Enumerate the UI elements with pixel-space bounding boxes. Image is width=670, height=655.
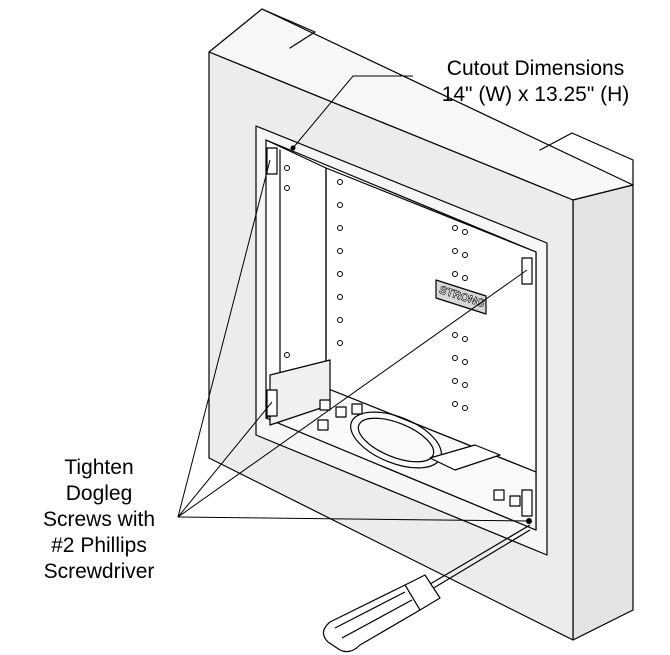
wall-right-face [572, 184, 634, 641]
cutout-leader-dot [290, 145, 296, 151]
callout-line: Screwdriver [43, 560, 155, 583]
callout-line: #2 Phillips [51, 534, 147, 557]
tighten-screws-callout: Tighten Dogleg Screws with #2 Phillips S… [14, 455, 184, 585]
strong-logo-badge [435, 279, 487, 315]
screwdriver-handle [322, 584, 421, 653]
tighten-leader [177, 269, 528, 518]
mounting-holes [284, 165, 468, 411]
dogleg-clip-bottom-left [266, 389, 278, 417]
leader-lines [177, 75, 530, 522]
callout-line: Tighten [64, 456, 134, 479]
dogleg-clip-bottom-right [521, 489, 533, 517]
screwdriver-shaft [419, 524, 531, 591]
callout-line: Cutout Dimensions [446, 57, 625, 80]
screw-point [526, 518, 532, 524]
cutout-leader [292, 75, 413, 149]
cutout-dimensions-callout: Cutout Dimensions 14" (W) x 13.25" (H) [413, 56, 658, 108]
dogleg-clip-top-left [266, 147, 278, 175]
depth-edge [265, 139, 327, 169]
tighten-leader [177, 516, 530, 522]
callout-line: Screws with [42, 508, 156, 531]
stud-edge [539, 132, 634, 186]
tighten-leader [177, 401, 273, 518]
tighten-leader [177, 159, 271, 518]
knockout-oval-inner [357, 417, 435, 463]
floor-plate [429, 444, 501, 471]
callout-line: Dogleg [65, 482, 133, 505]
callout-line: 14" (W) x 13.25" (H) [441, 83, 630, 106]
dogleg-clip-top-right [521, 257, 533, 285]
screwdriver [322, 524, 531, 653]
stud-edge [261, 8, 316, 49]
floor-connectors [317, 399, 521, 507]
